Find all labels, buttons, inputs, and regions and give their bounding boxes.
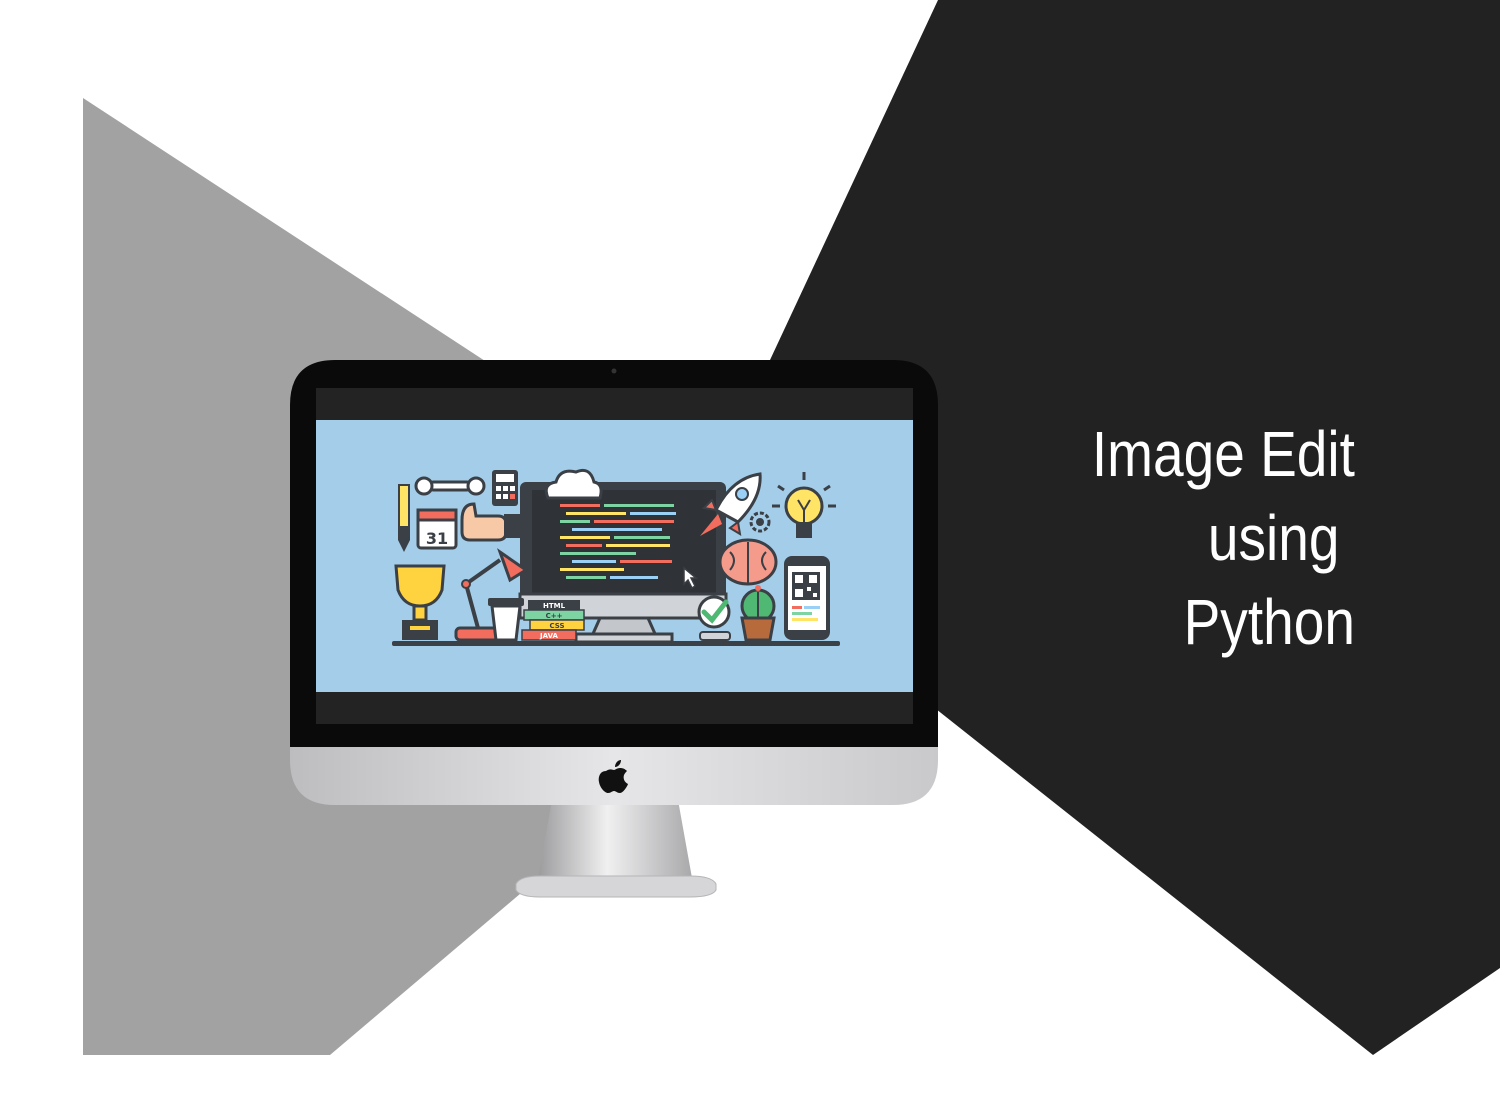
brain-icon bbox=[718, 538, 778, 586]
coffee-cup-icon bbox=[488, 598, 524, 642]
camera-dot bbox=[611, 368, 617, 374]
lightbulb-icon bbox=[772, 472, 836, 538]
cactus-icon bbox=[740, 585, 776, 642]
gear-icon bbox=[749, 511, 771, 533]
calendar-icon: 31 bbox=[416, 508, 458, 550]
pencil-icon bbox=[398, 484, 410, 552]
dark-arrow-shape bbox=[770, 0, 1500, 1055]
cloud-icon bbox=[544, 468, 603, 500]
book-stack: HTML C++ CSS JAVA bbox=[521, 600, 585, 641]
cursor-icon bbox=[683, 566, 699, 590]
book-label: CSS bbox=[549, 622, 564, 630]
developer-illustration: 31 HTML bbox=[392, 468, 840, 646]
book-label: HTML bbox=[543, 602, 566, 610]
book-label: JAVA bbox=[539, 632, 558, 640]
page-title: Image Edit using Python bbox=[1092, 412, 1355, 664]
title-line-1: Image Edit bbox=[1091, 418, 1355, 490]
title-line-3: Python bbox=[1183, 586, 1355, 658]
calendar-day: 31 bbox=[426, 529, 448, 548]
checkmark-icon bbox=[697, 595, 731, 641]
book-label: C++ bbox=[546, 612, 563, 620]
trophy-icon bbox=[394, 564, 446, 640]
imac-stand bbox=[515, 800, 717, 898]
illustration-monitor bbox=[518, 482, 728, 644]
calculator-icon bbox=[492, 470, 518, 506]
desk-lamp-icon bbox=[454, 548, 529, 642]
smartphone-qr-icon bbox=[784, 556, 830, 640]
wrench-icon bbox=[414, 476, 486, 496]
title-line-2: using bbox=[1207, 502, 1340, 574]
apple-logo-icon bbox=[598, 760, 628, 793]
rocket-icon bbox=[700, 472, 762, 536]
thumbs-up-icon bbox=[460, 502, 522, 542]
